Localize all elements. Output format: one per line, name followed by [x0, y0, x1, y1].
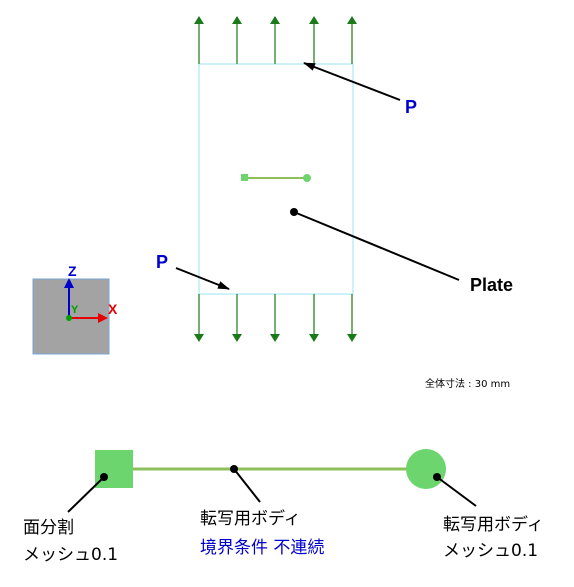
label-transfer-body: 転写用ボディ: [200, 508, 301, 529]
label-face-split: 面分割: [23, 518, 74, 538]
leader-transfer-body: [233, 468, 261, 503]
label-p-bottom: P: [156, 252, 168, 272]
leader-face-split: [67, 476, 105, 513]
axis-origin: [66, 315, 72, 321]
label-face-split-mesh: メッシュ0.1: [23, 545, 118, 565]
leader-p-bottom: [175, 267, 230, 290]
axis-z-label: Z: [68, 263, 77, 279]
axis-x-label: X: [108, 301, 118, 317]
transfer-mesh-circle: [406, 449, 446, 489]
label-plate: Plate: [470, 275, 513, 295]
plate-outline: [198, 63, 354, 295]
transfer-body-detail: [95, 449, 446, 489]
face-split-square: [95, 450, 133, 488]
axis-x-arrowhead: [98, 313, 108, 323]
leader-transfer-body-dot: [230, 465, 238, 473]
leader-p-top: [303, 62, 401, 101]
label-transfer-mesh: 転写用ボディ: [443, 514, 544, 535]
crack-body-small: [241, 174, 311, 182]
label-p-top: P: [405, 97, 417, 117]
crack-body-circle-small: [303, 174, 311, 182]
axis-y-label: Y: [71, 304, 79, 316]
leader-transfer-mesh: [436, 476, 477, 507]
crack-body-square-small: [241, 174, 248, 181]
leader-plate-dot: [290, 208, 298, 216]
bottom-load-arrows: [194, 294, 357, 342]
dimension-note: 全体寸法 : 30 mm: [425, 377, 510, 390]
axis-z-arrowhead: [64, 278, 74, 288]
leader-face-split-dot: [100, 473, 108, 481]
leader-transfer-mesh-dot: [433, 473, 441, 481]
label-transfer-body-condition: 境界条件 不連続: [200, 538, 324, 558]
top-load-arrows: [194, 16, 357, 64]
leader-plate: [293, 211, 460, 281]
axis-triad: Z Y X: [32, 263, 118, 355]
label-transfer-mesh-size: メッシュ0.1: [443, 541, 538, 561]
